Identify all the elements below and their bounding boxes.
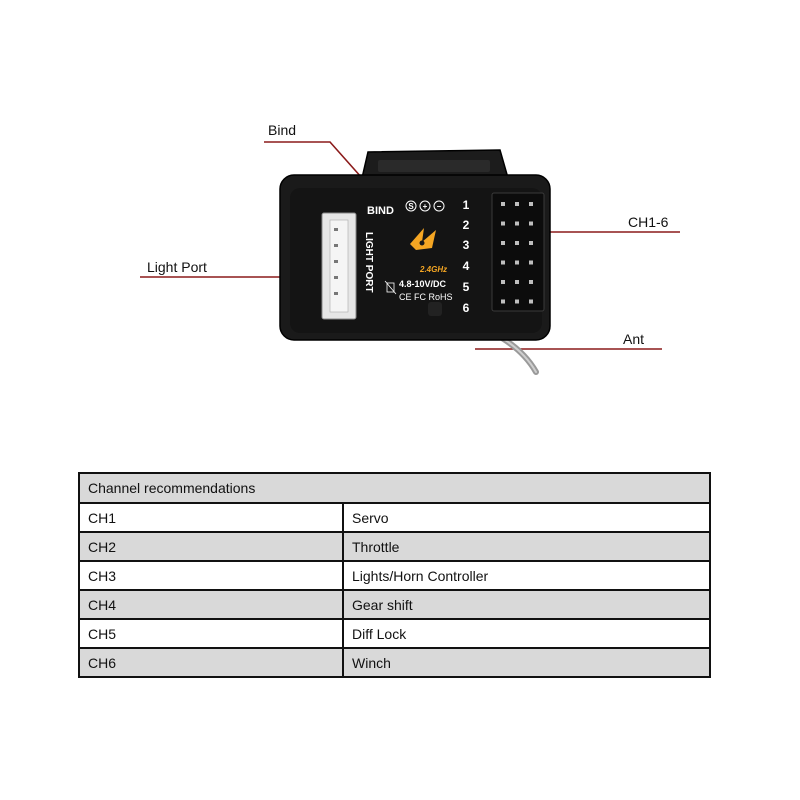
ant-callout: Ant [623,331,645,347]
channel-cell: CH2 [78,531,344,562]
use-cell: Throttle [342,531,711,562]
header-pin [515,202,519,206]
use-cell: Diff Lock [342,618,711,649]
header-pin [529,260,533,265]
certs-label: CE FC RoHS [399,292,453,302]
svg-text:1: 1 [463,198,470,212]
use-cell: Lights/Horn Controller [342,560,711,591]
header-pin [501,299,505,304]
channel-numbers: 1 2 3 4 5 6 [463,198,470,315]
table-header: Channel recommendations [78,472,711,504]
header-pin [529,202,533,206]
header-pin [515,260,519,265]
voltage-label: 4.8-10V/DC [399,279,447,289]
channel-cell: CH5 [78,618,344,649]
header-pin [501,280,505,284]
ch16-callout: CH1-6 [628,214,669,230]
svg-text:−: − [437,202,442,211]
channel-recommendations-table: Channel recommendations CH1 Servo CH2 Th… [78,472,711,678]
header-pin [529,241,533,245]
band-label: 2.4GHz [419,265,447,274]
channel-cell: CH4 [78,589,344,620]
light-port-label: LIGHT PORT [363,232,374,293]
use-cell: Servo [342,502,711,533]
use-cell: Winch [342,647,711,678]
header-pin [501,221,505,226]
light-port-callout: Light Port [147,259,207,275]
table-row: CH1 Servo [78,502,711,533]
sign-icons: S + − [405,200,445,212]
receiver-diagram: BIND S + − LIGHT PORT 2.4GHz 4.8-10V/DC … [140,141,680,375]
table-row: CH4 Gear shift [78,589,711,620]
bind-callout: Bind [268,122,297,138]
svg-text:4: 4 [463,259,470,273]
svg-text:5: 5 [463,280,470,294]
channel-cell: CH3 [78,560,344,591]
header-pin [529,280,533,284]
channel-cell: CH1 [78,502,344,533]
header-pin [501,202,505,206]
table-header-row: Channel recommendations [78,472,711,504]
svg-text:6: 6 [463,301,470,315]
channel-pin-header [491,192,545,312]
table-row: CH5 Diff Lock [78,618,711,649]
header-pin [515,299,519,304]
brand-logo-icon [410,228,436,250]
table-row: CH3 Lights/Horn Controller [78,560,711,591]
use-cell: Gear shift [342,589,711,620]
header-pin [515,221,519,226]
bind-leader-line [264,141,363,179]
header-pin [501,260,505,265]
svg-text:2: 2 [463,218,470,232]
header-pin [515,280,519,284]
svg-text:S: S [408,202,414,211]
table-row: CH6 Winch [78,647,711,678]
bind-label: BIND [367,205,394,217]
header-pin [515,241,519,245]
header-pin [529,299,533,304]
header-pin [501,241,505,245]
svg-text:+: + [423,202,428,211]
svg-text:3: 3 [463,238,470,252]
table-row: CH2 Throttle [78,531,711,562]
channel-cell: CH6 [78,647,344,678]
antenna-grommet [428,302,442,316]
recycle-bin-icon [384,280,397,295]
header-pin [529,221,533,226]
